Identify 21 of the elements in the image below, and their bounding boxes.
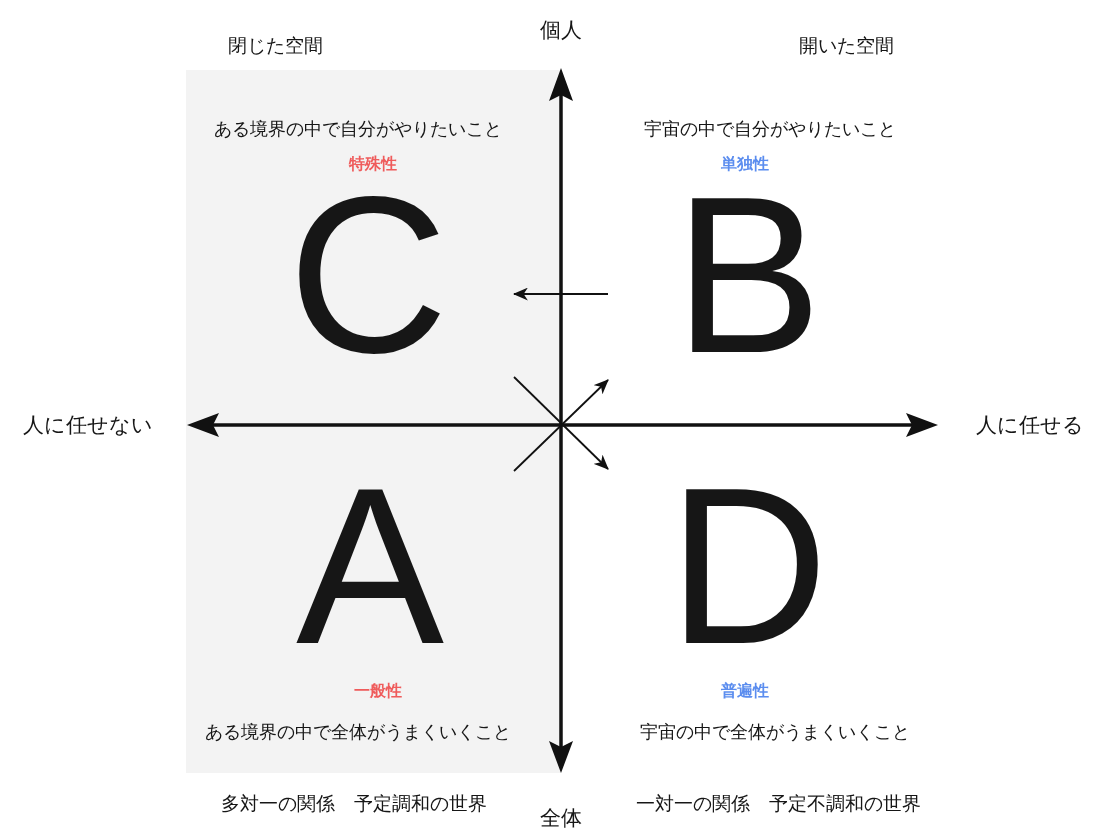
axis-label: 全体 (540, 805, 582, 831)
quadrant-letter: D (668, 478, 829, 656)
quadrant-description: ある境界の中で全体がうまくいくこと (205, 721, 511, 743)
horizontal-arrow (512, 287, 609, 301)
region-note: 多対一の関係 予定調和の世界 (221, 791, 487, 815)
quadrant-keyword: 単独性 (721, 153, 769, 173)
quadrant-description: ある境界の中で自分がやりたいこと (214, 118, 502, 140)
axis-label: 人に任せない (23, 412, 153, 438)
quadrant-letter: C (288, 187, 449, 365)
panel-heading: 閉じた空間 (227, 33, 323, 57)
quadrant-keyword: 一般性 (354, 680, 402, 700)
quadrant-keyword: 特殊性 (349, 153, 397, 173)
quadrant-keyword: 普遍性 (721, 680, 769, 700)
region-note: 一対一の関係 予定不調和の世界 (635, 791, 921, 815)
quadrant-letter: B (674, 187, 823, 365)
quadrant-letter: A (296, 478, 445, 656)
axis-label: 個人 (540, 17, 582, 43)
quadrant-description: 宇宙の中で全体がうまくいくこと (640, 721, 910, 743)
quadrant-description: 宇宙の中で自分がやりたいこと (644, 118, 896, 140)
axis-label: 人に任せる (976, 412, 1084, 438)
region-heading: 開いた空間 (798, 33, 894, 57)
